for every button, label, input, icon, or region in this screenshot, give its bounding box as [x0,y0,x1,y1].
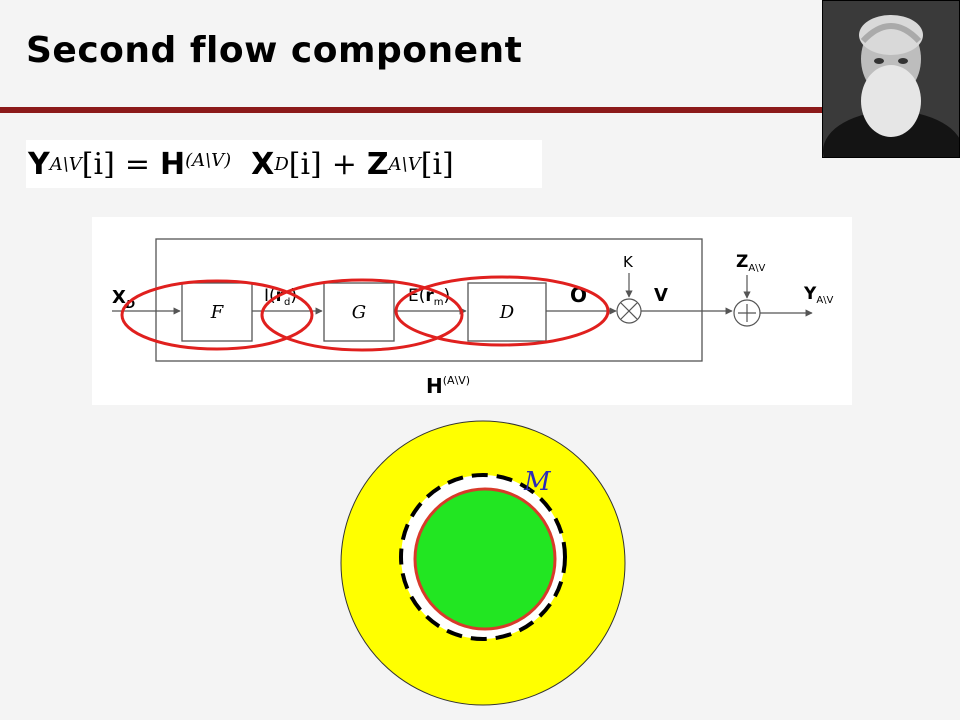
block-f [181,282,253,342]
eq-lhs-symbol: Y [28,146,50,182]
eq-input-index: [i] [288,146,322,182]
eq-noise-subscript: A\V [388,153,421,175]
label-d: D [499,302,515,323]
block-diagram: XD F G D I(rd) E(rm) O K V ZA\V YA\V H(A… [92,217,852,405]
boundary-label-m: M [523,467,552,497]
slide-title: Second flow component [26,30,523,71]
eq-lhs-subscript: A\V [49,153,82,175]
h-system-box [155,238,703,362]
block-g [323,282,395,342]
block-d [467,282,547,342]
portrait-photo [822,0,960,191]
eq-matrix-symbol: H [159,146,186,182]
eq-input-subscript: D [274,153,289,175]
circle-figure-svg: M [340,420,626,706]
eq-input-symbol: X [251,146,275,182]
highlight-ellipse-1 [120,279,314,351]
block-diagram-svg: XD F G D I(rd) E(rm) O K V ZA\V YA\V H(A… [112,238,834,398]
title-divider [0,107,960,113]
label-g: G [352,302,366,323]
highlight-ellipse-3 [394,275,610,347]
inner-green-disk [413,487,557,631]
eq-equals: = [124,146,150,182]
label-z: ZA\V [736,252,766,274]
eq-noise-index: [i] [420,146,454,182]
label-f: F [210,302,225,323]
label-xd: XD [112,287,135,311]
label-v: V [654,285,668,306]
label-h: H(A\V) [426,374,470,398]
eq-noise-symbol: Z [366,146,389,182]
label-k: K [623,253,634,271]
eq-plus: + [331,146,357,182]
eq-matrix-superscript: (A\V) [185,149,232,171]
portrait-icon [823,1,960,191]
label-y: YA\V [803,284,834,306]
eq-lhs-index: [i] [81,146,115,182]
circle-figure: M [338,418,628,712]
highlight-ellipse-2 [260,278,464,352]
